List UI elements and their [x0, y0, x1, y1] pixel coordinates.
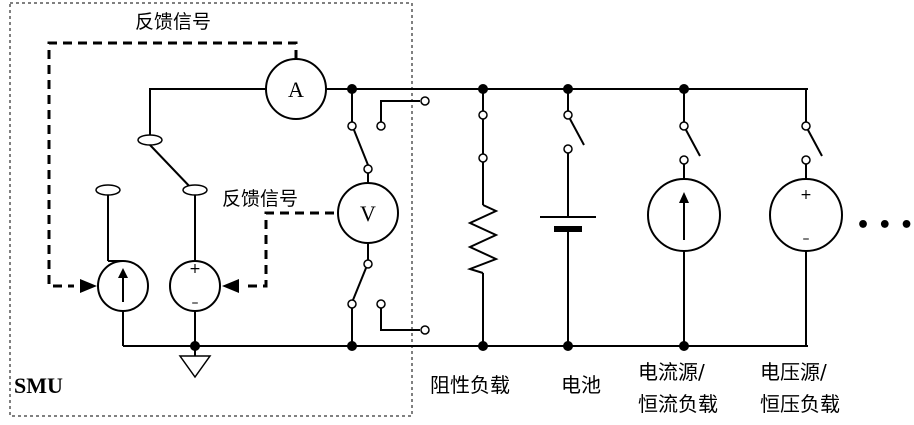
sense-switch-bottom-contact	[363, 259, 373, 269]
sense-switch-bottom-blade	[352, 267, 367, 301]
remote-sense-wire-bottom	[380, 308, 420, 331]
junction-node	[563, 341, 573, 351]
minus-sign: –	[192, 295, 199, 311]
label-resistive-load: 阻性负载	[430, 373, 510, 397]
smu-enclosure	[9, 2, 413, 417]
junction-node	[347, 341, 357, 351]
selector-terminal	[137, 134, 163, 146]
remote-sense-contact-bottom	[376, 299, 386, 309]
plus-sign: +	[800, 187, 812, 203]
current-branch-switch-contact	[679, 155, 689, 165]
feedback-path-voltage	[243, 211, 334, 288]
up-arrow-icon	[118, 268, 128, 278]
sense-switch-bottom-pivot	[347, 299, 357, 309]
sense-switch-top-pivot	[347, 121, 357, 131]
voltage-branch-switch-contact	[801, 155, 811, 165]
battery-switch-pivot	[563, 110, 573, 120]
resistor-switch-contact	[478, 153, 488, 163]
ground-icon	[178, 355, 212, 379]
ammeter-label: A	[288, 77, 304, 102]
feedback-arrow-icon	[80, 279, 97, 293]
feedback-label-mid: 反馈信号	[222, 188, 298, 210]
label-constant-voltage-load: 恒压负载	[760, 392, 840, 416]
ammeter-input-wire	[149, 88, 266, 140]
voltage-branch-switch-pivot	[801, 121, 811, 131]
label-voltage-source: 电压源/	[760, 360, 827, 384]
voltage-source-terminal	[182, 184, 208, 196]
current-branch-switch-blade	[685, 129, 701, 157]
label-battery: 电池	[561, 373, 601, 397]
remote-sense-terminal-top	[420, 96, 430, 106]
up-arrow-icon	[679, 192, 689, 203]
smu-label: SMU	[14, 373, 63, 398]
battery-switch-contact	[563, 144, 573, 154]
label-constant-current-load: 恒流负载	[638, 392, 718, 416]
label-current-source: 电流源/	[638, 360, 705, 384]
resistor-icon	[466, 204, 499, 274]
plus-sign: +	[189, 261, 201, 277]
junction-node	[679, 341, 689, 351]
remote-sense-terminal-bottom	[420, 325, 430, 335]
current-branch-switch-pivot	[679, 121, 689, 131]
sense-switch-top-contact	[363, 164, 373, 174]
voltage-branch-switch-blade	[807, 129, 823, 157]
selector-switch-blade	[149, 144, 194, 191]
feedback-path-current	[47, 41, 298, 288]
resistor-switch-contact	[478, 110, 488, 120]
minus-sign: –	[803, 231, 810, 247]
voltmeter-label: V	[360, 201, 376, 226]
feedback-label-top: 反馈信号	[135, 11, 211, 33]
ellipsis: • • •	[856, 213, 914, 238]
junction-node	[478, 341, 488, 351]
sense-switch-top-blade	[353, 129, 369, 166]
remote-sense-contact-top	[376, 121, 386, 131]
feedback-arrow-icon	[222, 279, 239, 293]
current-source-terminal	[95, 184, 121, 196]
remote-sense-wire-top	[380, 100, 420, 122]
battery-switch-blade	[569, 118, 585, 146]
